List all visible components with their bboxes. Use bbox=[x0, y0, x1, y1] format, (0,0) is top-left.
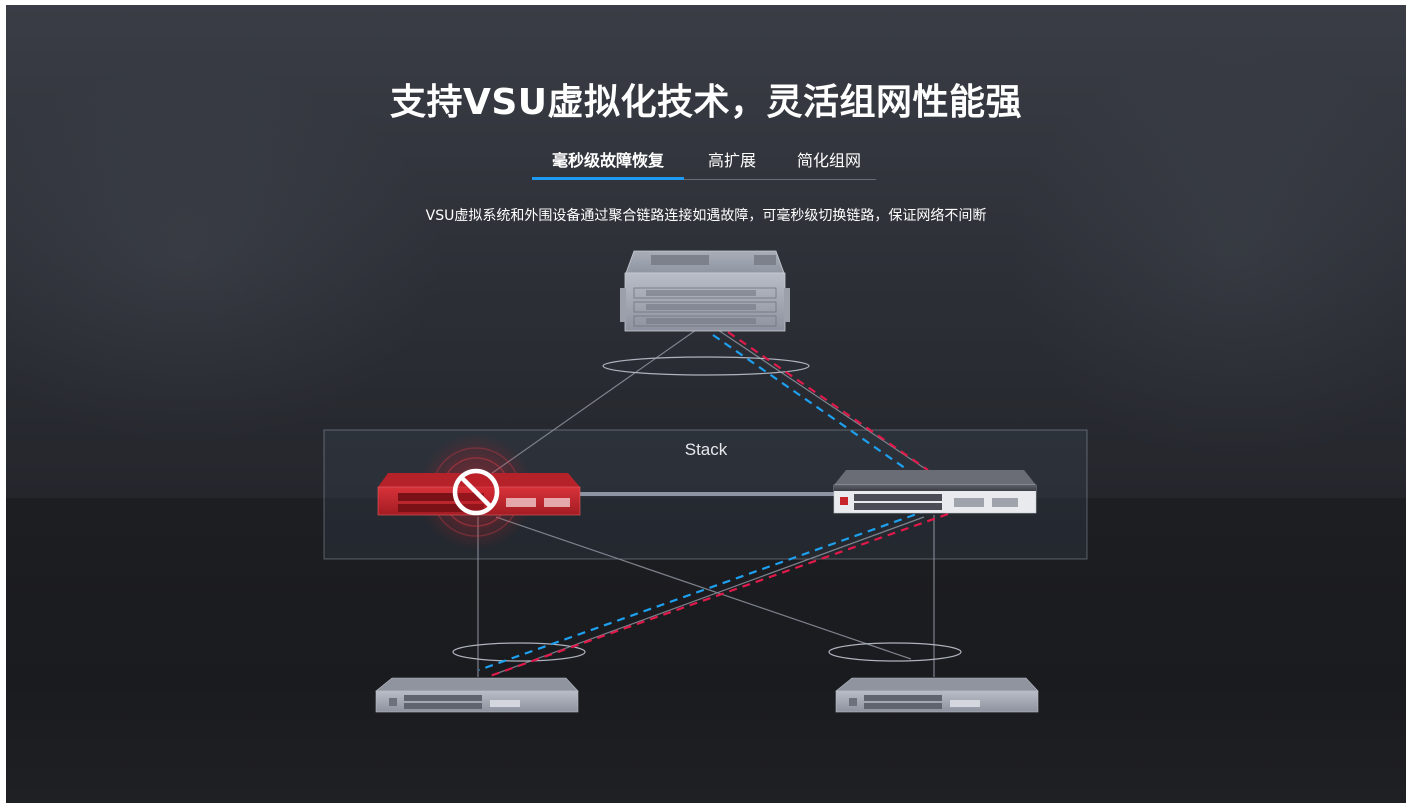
ring-core bbox=[602, 356, 810, 376]
page-title: 支持VSU虚拟化技术，灵活组网性能强 bbox=[389, 82, 1023, 123]
tab-millisecond-recovery[interactable]: 毫秒级故障恢复 bbox=[532, 143, 684, 180]
prohibited-icon bbox=[452, 468, 500, 516]
page-frame: 支持VSU虚拟化技术，灵活组网性能强 毫秒级故障恢复 高扩展 简化组网 VSU虚… bbox=[6, 5, 1406, 803]
path-core-backup bbox=[712, 334, 913, 474]
core-device bbox=[620, 250, 790, 332]
link-left-to-access-right bbox=[495, 516, 912, 660]
aggregation-rings bbox=[452, 356, 962, 662]
failed-switch bbox=[377, 473, 581, 516]
background-haze-right bbox=[1006, 45, 1406, 465]
active-switch bbox=[833, 470, 1037, 514]
failover-paths bbox=[478, 331, 949, 678]
background-floor bbox=[6, 498, 1406, 803]
path-access-primary bbox=[489, 512, 949, 678]
stack-label: Stack bbox=[685, 440, 728, 459]
tab-high-expansion[interactable]: 高扩展 bbox=[707, 151, 756, 170]
link-right-to-access-left bbox=[497, 516, 925, 674]
background-haze-left bbox=[6, 65, 446, 445]
access-switch-right bbox=[835, 677, 1039, 713]
ring-access-right bbox=[828, 642, 962, 662]
path-access-backup bbox=[478, 508, 929, 672]
tab-strip: 毫秒级故障恢复 高扩展 简化组网 bbox=[532, 143, 876, 180]
vsu-topology-diagram: Stack bbox=[323, 250, 1088, 713]
tab-simplified-networking[interactable]: 简化组网 bbox=[796, 151, 861, 170]
feature-description: VSU虚拟系统和外围设备通过聚合链路连接如遇故障，可毫秒级切换链路，保证网络不间… bbox=[425, 208, 987, 224]
access-switch-left bbox=[375, 677, 579, 713]
ring-access-left bbox=[452, 642, 586, 662]
path-core-primary bbox=[727, 331, 929, 471]
